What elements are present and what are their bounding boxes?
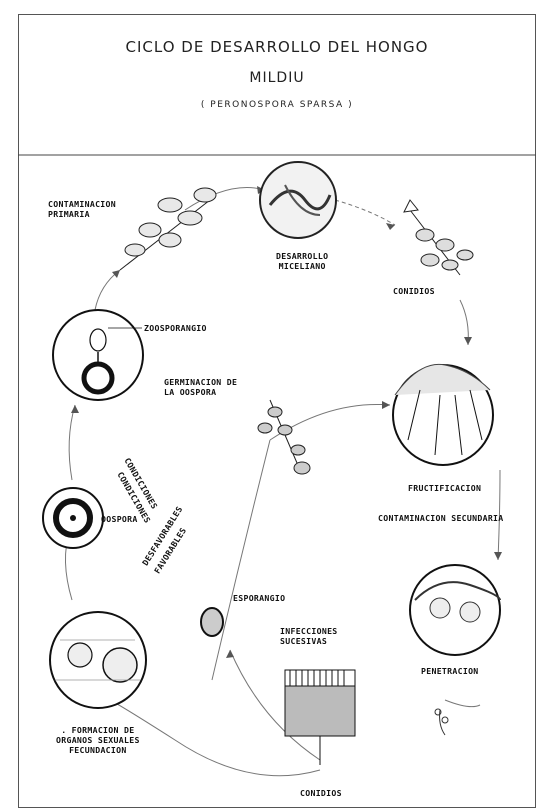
primary-leaf-drawing bbox=[120, 188, 216, 270]
penetration-circle-drawing bbox=[410, 565, 500, 655]
fructification-circle-drawing bbox=[393, 364, 493, 465]
esporangio-drawing bbox=[201, 608, 223, 636]
label-infecciones: INFECCIONES SUCESIVAS bbox=[280, 626, 338, 646]
label-contaminacion-secundaria: CONTAMINACION SECUNDARIA bbox=[378, 513, 504, 523]
bottom-spore-drawing bbox=[435, 709, 448, 735]
label-desarrollo-miceliano: DESARROLLO MICELIANO bbox=[276, 251, 328, 271]
label-oospora: OOSPORA bbox=[101, 514, 138, 524]
mycelium-circle-drawing bbox=[260, 162, 336, 238]
formation-circle-drawing bbox=[50, 612, 146, 708]
label-germinacion: GERMINACION DE LA OOSPORA bbox=[164, 377, 237, 397]
label-formacion: . FORMACION DE ORGANOS SEXUALES FECUNDAC… bbox=[56, 725, 140, 755]
label-penetracion: PENETRACION bbox=[421, 666, 479, 676]
arrow-esporangio-up bbox=[212, 440, 270, 680]
infection-tissue-drawing bbox=[285, 670, 355, 765]
arrow-mycelium-to-conidia bbox=[335, 200, 395, 225]
label-conidios-bottom: CONIDIOS bbox=[300, 788, 342, 798]
label-esporangio: ESPORANGIO bbox=[233, 593, 285, 603]
label-conidios-top: CONIDIOS bbox=[393, 286, 435, 296]
label-contaminacion-primaria: CONTAMINACION PRIMARIA bbox=[48, 199, 116, 219]
middle-branch-drawing bbox=[258, 400, 310, 474]
germination-circle-drawing bbox=[53, 310, 143, 400]
label-fructificacion: FRUCTIFICACION bbox=[408, 483, 481, 493]
conidia-leaf-drawing bbox=[404, 200, 473, 275]
label-zoosporangio: ZOOSPORANGIO bbox=[144, 323, 207, 333]
arrow-oospora-to-germination bbox=[69, 405, 75, 480]
arrow-penetration-out bbox=[445, 700, 480, 707]
oospora-circle-drawing bbox=[43, 488, 103, 548]
